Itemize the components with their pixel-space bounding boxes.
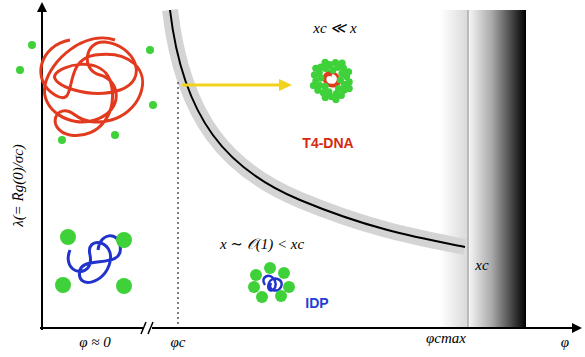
y-axis	[41, 8, 43, 330]
yellow-arrow-head	[279, 79, 292, 91]
crowder-dot	[283, 281, 295, 293]
crowder-dot	[310, 82, 317, 89]
crowder-dot	[346, 78, 353, 85]
crowder-dot	[28, 41, 36, 49]
axis-or-plot-label: λ(= R̄g(0)/σc)	[11, 144, 26, 227]
crowder-dot	[248, 281, 260, 293]
crowder-dot	[58, 136, 66, 144]
idp-complex	[263, 276, 281, 291]
crowder-dot	[345, 68, 352, 75]
axis-or-plot-label: xc ≪ x	[313, 21, 356, 36]
crowder-dot	[60, 229, 76, 245]
crowder-dot	[311, 71, 318, 78]
crowder-dot	[146, 46, 154, 54]
axis-break	[141, 322, 153, 334]
y-axis-head	[37, 2, 47, 12]
crowder-dot	[250, 269, 262, 281]
crowder-dot	[55, 277, 71, 293]
dna-coil	[41, 38, 143, 136]
crowder-dot	[149, 101, 157, 109]
axis-or-plot-label: φcmax	[426, 331, 466, 346]
crowder-dot	[264, 262, 276, 274]
crowder-dot	[278, 267, 290, 279]
axis-or-plot-label: IDP	[305, 296, 328, 310]
axis-or-plot-label: T4-DNA	[302, 136, 353, 150]
crowder-dot	[16, 66, 24, 74]
phic-dotted-line	[178, 82, 179, 328]
crowder-dot	[111, 131, 119, 139]
crowder-dot	[346, 85, 353, 92]
yellow-arrow	[182, 84, 280, 87]
max-packing-region	[440, 10, 526, 328]
crowder-dot	[322, 59, 329, 66]
boundary-line	[468, 10, 469, 328]
axis-or-plot-label: φ ≈ 0	[79, 335, 111, 350]
axis-or-plot-label: x ∼ 𝒪(1) < xc	[220, 237, 304, 252]
crowder-dot	[275, 290, 287, 302]
crowder-dot	[322, 94, 329, 101]
green-crowders	[16, 41, 353, 303]
axis-or-plot-label: φc	[171, 335, 186, 350]
crowder-dot	[256, 291, 268, 303]
axis-or-plot-label: xc	[475, 258, 488, 273]
axis-or-plot-label: φ	[561, 335, 569, 350]
crowder-dot	[116, 278, 132, 294]
crowder-dot	[332, 59, 339, 66]
crowder-dot	[338, 60, 345, 67]
crowder-dot	[332, 96, 339, 103]
idp-coil	[68, 236, 120, 283]
crowder-dot	[312, 65, 319, 72]
x-axis-head	[572, 323, 582, 333]
crowder-dot	[116, 232, 132, 248]
gray-band	[170, 10, 465, 247]
phase-curve	[170, 10, 465, 247]
x-axis	[40, 327, 574, 329]
